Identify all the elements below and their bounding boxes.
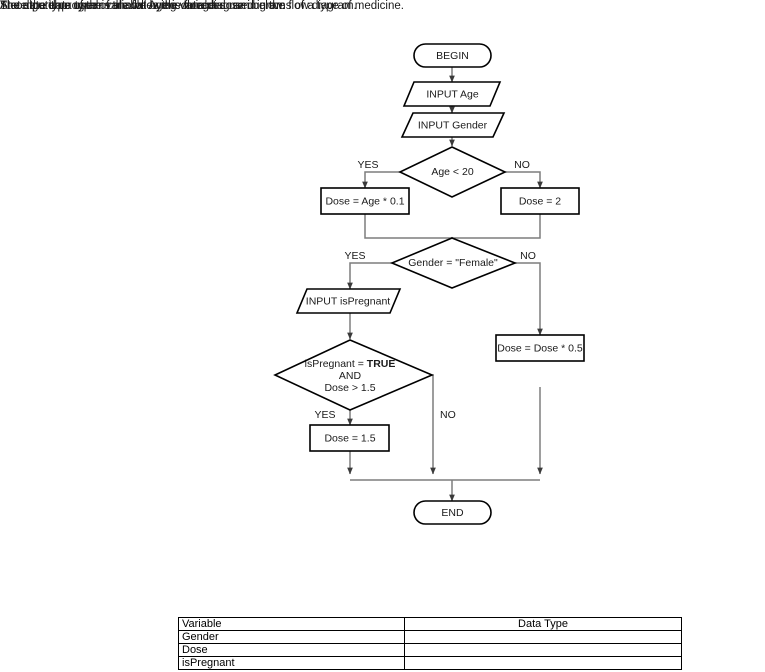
node-decision-pregnant-line-1: isPregnant = TRUE xyxy=(305,358,396,370)
table-row: isPregnant xyxy=(178,656,682,670)
branch-label-gender-yes: YES xyxy=(344,250,365,262)
connector-age-no-to-dose-two xyxy=(505,171,543,189)
closing-line-2: State the data type of the following var… xyxy=(0,0,357,12)
node-decision-pregnant-prefix: isPregnant = xyxy=(305,358,367,370)
table-cell-data-type[interactable] xyxy=(404,656,682,670)
intro-line-1: A computer program calculates the correc… xyxy=(0,0,404,12)
node-input-gender[interactable]: INPUT Gender xyxy=(400,112,506,138)
table-header-data-type: Data Type xyxy=(404,617,682,631)
node-decision-age-label: Age < 20 xyxy=(431,166,473,178)
node-input-is-pregnant[interactable]: INPUT isPregnant xyxy=(295,288,402,314)
closing-line-1: The data type of the variable Age is Int… xyxy=(0,0,222,12)
connector-gender-no-to-dose-half xyxy=(515,262,543,336)
table-cell-variable: Dose xyxy=(178,643,405,657)
connector-gender-yes-to-input-is-pregnant xyxy=(347,262,392,290)
table-cell-data-type[interactable] xyxy=(404,630,682,644)
node-decision-pregnant[interactable]: isPregnant = TRUE AND Dose > 1.5 xyxy=(273,339,435,411)
node-begin-label: BEGIN xyxy=(436,50,469,62)
node-begin[interactable]: BEGIN xyxy=(413,43,492,68)
node-input-age-label: INPUT Age xyxy=(426,88,478,100)
connector-age-yes-to-dose-age xyxy=(362,171,400,189)
node-input-is-pregnant-label: INPUT isPregnant xyxy=(306,295,391,307)
node-dose-limit-label: Dose = 1.5 xyxy=(324,432,375,444)
node-end[interactable]: END xyxy=(413,500,492,525)
intro-line-2: The algorithm used is shown by the flow … xyxy=(0,0,286,12)
node-dose-age-label: Dose = Age * 0.1 xyxy=(325,195,404,207)
branch-label-gender-no: NO xyxy=(520,250,536,262)
node-decision-pregnant-bold: TRUE xyxy=(367,358,396,370)
branch-label-age-yes: YES xyxy=(357,159,378,171)
node-decision-age[interactable]: Age < 20 xyxy=(398,146,507,198)
flow-diagram: BEGIN INPUT Age INPUT Gender Age < 20 YE… xyxy=(0,40,765,540)
table-header-row: Variable Data Type xyxy=(178,617,682,631)
table-header-variable: Variable xyxy=(178,617,405,631)
branch-label-pregnant-no: NO xyxy=(440,409,456,421)
branch-label-age-no: NO xyxy=(514,159,530,171)
table-row: Dose xyxy=(178,643,682,657)
connector-dose-two-to-merge xyxy=(452,214,541,239)
variables-table: Variable Data Type Gender Dose isPregnan… xyxy=(178,617,682,670)
node-decision-pregnant-line-3: Dose > 1.5 xyxy=(324,382,375,394)
node-dose-two-label: Dose = 2 xyxy=(519,195,561,207)
node-decision-pregnant-line-2: AND xyxy=(339,370,362,382)
node-dose-half[interactable]: Dose = Dose * 0.5 xyxy=(495,334,585,362)
node-end-label: END xyxy=(441,507,464,519)
node-dose-age[interactable]: Dose = Age * 0.1 xyxy=(320,187,410,215)
node-input-gender-label: INPUT Gender xyxy=(418,119,488,131)
connector-dose-age-to-merge xyxy=(364,214,452,239)
connector-group xyxy=(347,67,543,502)
branch-label-pregnant-yes: YES xyxy=(314,409,335,421)
node-decision-gender-label: Gender = "Female" xyxy=(408,257,498,269)
table-cell-data-type[interactable] xyxy=(404,643,682,657)
node-decision-gender[interactable]: Gender = "Female" xyxy=(389,237,518,289)
table-row: Gender xyxy=(178,630,682,644)
node-dose-two[interactable]: Dose = 2 xyxy=(500,187,580,215)
table-cell-variable: isPregnant xyxy=(178,656,405,670)
node-input-age[interactable]: INPUT Age xyxy=(402,81,502,107)
connector-pregnant-no-to-bottom-merge xyxy=(430,374,436,475)
table-cell-variable: Gender xyxy=(178,630,405,644)
node-dose-half-label: Dose = Dose * 0.5 xyxy=(497,342,583,354)
node-dose-limit[interactable]: Dose = 1.5 xyxy=(309,424,390,452)
